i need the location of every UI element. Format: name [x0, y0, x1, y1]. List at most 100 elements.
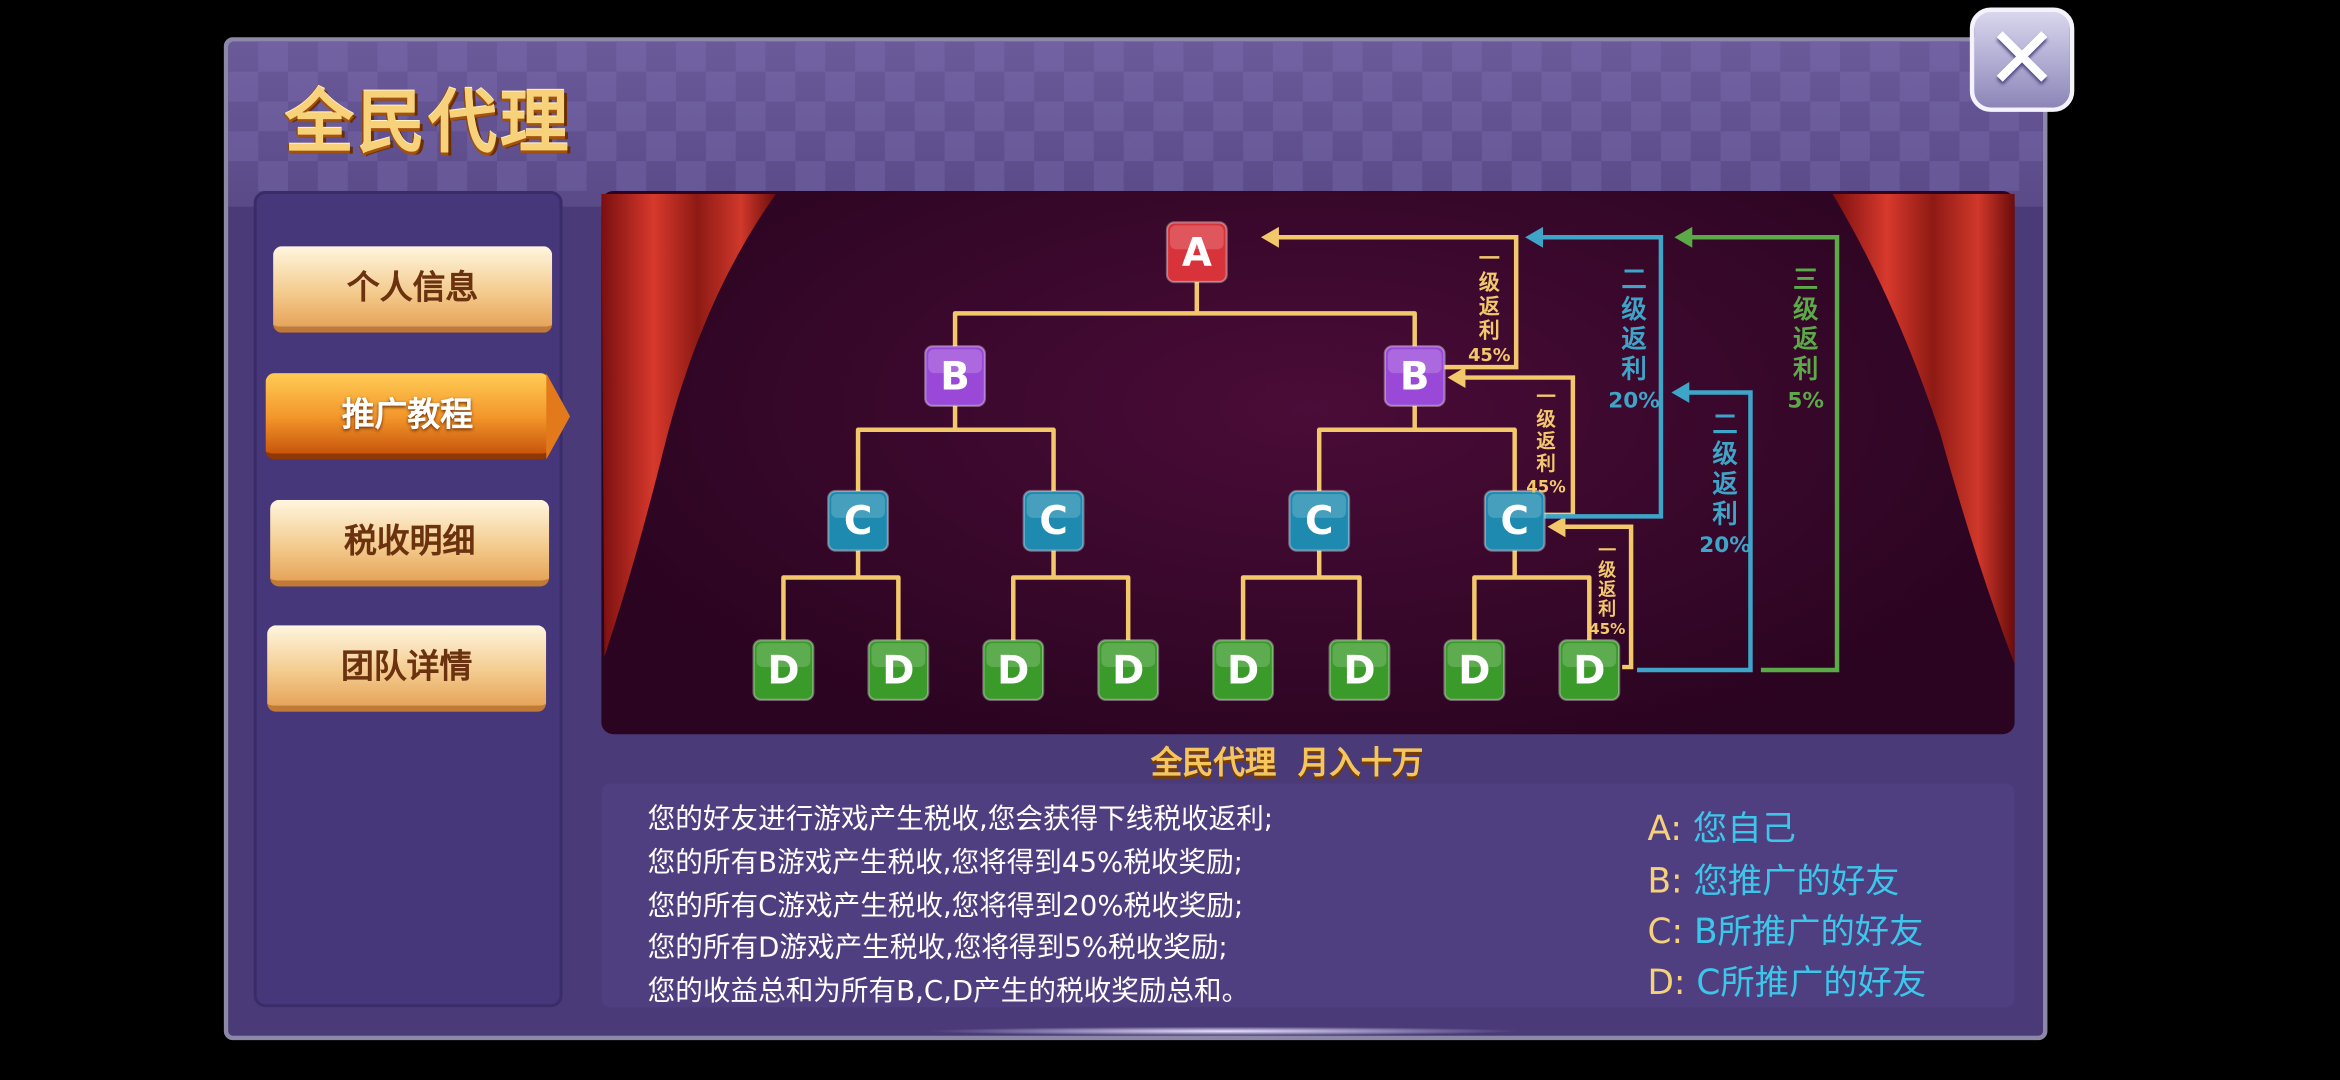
arrow-head-icon [1674, 226, 1693, 248]
rebate-arrow-line [1554, 524, 1634, 670]
svg-text:5%: 5% [1787, 388, 1824, 413]
page-title: 全民代理 [285, 82, 572, 163]
svg-text:级: 级 [1712, 439, 1738, 469]
node-c: C [1483, 489, 1546, 552]
arrow-head-icon [1447, 367, 1466, 388]
svg-text:利: 利 [1712, 498, 1737, 528]
svg-text:20%: 20% [1608, 388, 1660, 413]
legend-value: B所推广的好友 [1693, 913, 1924, 953]
svg-text:返: 返 [1793, 324, 1819, 354]
node-letter: A [1182, 231, 1212, 276]
node-d: D [752, 639, 815, 702]
svg-text:利: 利 [1536, 452, 1555, 475]
node-letter: D [997, 648, 1029, 693]
node-d: D [982, 639, 1045, 702]
rebate-arrow-line [1681, 235, 1840, 673]
legend-value: 您自己 [1692, 810, 1796, 850]
svg-text:级: 级 [1479, 271, 1500, 295]
svg-text:二: 二 [1712, 409, 1737, 439]
explanation-box [601, 783, 2015, 1008]
node-d: D [1558, 639, 1621, 702]
svg-text:45%: 45% [1589, 620, 1625, 638]
arrow-head-icon [1525, 226, 1544, 248]
sidebar-item-team-details[interactable]: 团队详情 [267, 625, 547, 712]
svg-text:一: 一 [1598, 541, 1616, 562]
svg-text:利: 利 [1479, 318, 1500, 342]
node-letter: C [844, 499, 872, 544]
legend-key: A: [1647, 810, 1682, 850]
legend-item-a: A: 您自己 [1647, 800, 1795, 851]
close-button[interactable]: ✕ [1969, 7, 2075, 112]
node-b: B [1383, 345, 1446, 408]
node-letter: B [940, 354, 970, 399]
node-letter: C [1039, 499, 1067, 544]
svg-text:级: 级 [1536, 407, 1556, 430]
rebate-arrow-line [1268, 235, 1519, 370]
svg-text:利: 利 [1598, 598, 1616, 620]
sidebar-item-personal-info[interactable]: 个人信息 [273, 246, 553, 333]
connector-line [855, 427, 1056, 491]
node-letter: D [767, 648, 799, 693]
rule-line: 您的所有D游戏产生税收,您将得到5%税收奖励; [647, 932, 1228, 965]
svg-text:三: 三 [1793, 264, 1818, 294]
referral-diagram [601, 191, 2015, 735]
svg-text:45%: 45% [1468, 346, 1511, 366]
node-c: C [827, 489, 890, 552]
legend-key: B: [1647, 862, 1683, 902]
node-letter: D [1227, 648, 1259, 693]
node-letter: D [1343, 648, 1375, 693]
svg-text:返: 返 [1621, 324, 1647, 354]
svg-text:利: 利 [1621, 354, 1646, 384]
node-d: D [1328, 639, 1391, 702]
rule-line: 您的所有B游戏产生税收,您将得到45%税收奖励; [647, 847, 1243, 879]
node-letter: D [882, 648, 914, 693]
rebate-arrow-line [1532, 235, 1664, 519]
node-letter: C [1500, 499, 1528, 544]
sidebar-item-promotion-tutorial[interactable]: 推广教程 [265, 373, 550, 460]
connector-line [1011, 575, 1131, 641]
right-curtain [1832, 193, 2015, 665]
svg-text:45%: 45% [1526, 477, 1565, 496]
node-letter: C [1305, 499, 1333, 544]
arrow-head-icon [1260, 226, 1279, 248]
connector-line [781, 575, 901, 641]
sidebar-item-tax-details[interactable]: 税收明细 [270, 499, 550, 587]
svg-text:20%: 20% [1699, 533, 1751, 558]
svg-text:级: 级 [1598, 559, 1616, 581]
node-letter: B [1400, 354, 1430, 399]
svg-text:返: 返 [1536, 430, 1556, 453]
close-icon: ✕ [1985, 7, 2059, 109]
node-c: C [1288, 489, 1351, 552]
arrow-head-icon [1671, 382, 1690, 403]
rebate-arrow-line [1637, 390, 1753, 673]
node-d: D [1097, 639, 1160, 702]
svg-text:利: 利 [1793, 354, 1818, 384]
node-d: D [1443, 639, 1506, 702]
legend-item-c: C: B所推广的好友 [1647, 903, 1923, 954]
svg-text:级: 级 [1621, 294, 1647, 324]
legend-value: C所推广的好友 [1696, 964, 1927, 1003]
connector-line [952, 311, 1417, 347]
node-a: A [1165, 221, 1228, 284]
connector-line [1240, 575, 1362, 641]
node-d: D [867, 639, 930, 702]
legend-item-b: B: 您推广的好友 [1647, 852, 1899, 903]
legend-key: C: [1647, 913, 1684, 953]
node-d: D [1212, 639, 1275, 702]
rule-line: 您的收益总和为所有B,C,D产生的税收奖励总和。 [647, 975, 1250, 1008]
node-letter: D [1458, 648, 1490, 693]
connector-line [1316, 427, 1517, 491]
node-b: B [924, 345, 987, 408]
svg-text:一: 一 [1479, 247, 1500, 271]
legend-key: D: [1647, 964, 1686, 1003]
rule-line: 您的好友进行游戏产生税收,您会获得下线税收返利; [647, 804, 1274, 836]
svg-text:返: 返 [1598, 579, 1616, 600]
svg-text:返: 返 [1712, 468, 1738, 498]
header-pattern [228, 41, 2043, 192]
